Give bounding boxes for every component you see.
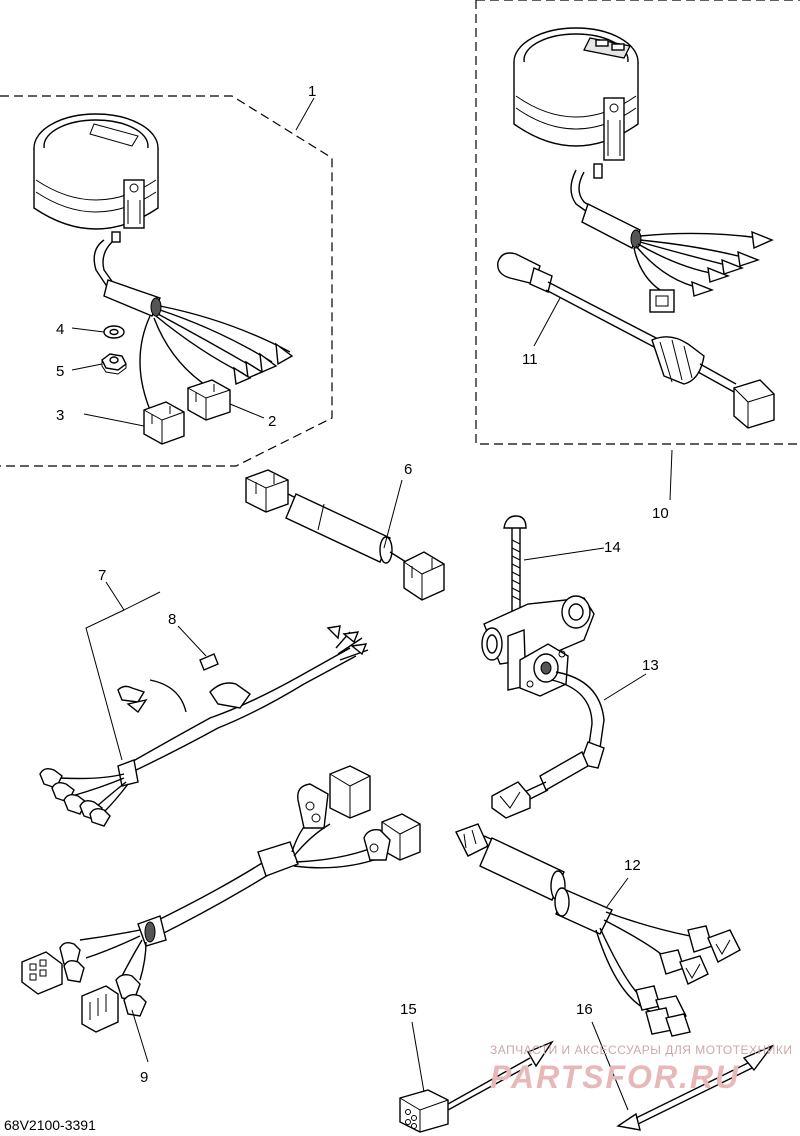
label-16: 16 (576, 1001, 593, 1018)
label-15: 15 (400, 1001, 417, 1018)
label-6: 6 (404, 461, 412, 478)
label-3: 3 (56, 407, 64, 424)
cable-part-6 (245, 469, 445, 601)
harness-part-12 (455, 823, 741, 1037)
meter-gauge (33, 113, 159, 243)
watermark-caption: ЗАПЧАСТИ И АКСЕССУАРЫ ДЛЯ МОТОТЕХНИКИ (490, 1043, 792, 1057)
label-9: 9 (140, 1069, 148, 1086)
label-8: 8 (168, 611, 176, 628)
watermark-brand: PARTSFOR.RU (490, 1059, 740, 1095)
screw-part-14 (503, 515, 527, 612)
label-4: 4 (56, 321, 64, 338)
watermark: ЗАПЧАСТИ И АКСЕССУАРЫ ДЛЯ МОТОТЕХНИКИ PA… (490, 1043, 792, 1095)
nut-part-5 (101, 353, 127, 375)
meter-kit-group-box (0, 95, 333, 467)
label-2: 2 (268, 413, 276, 430)
washer-part-4 (103, 325, 125, 339)
connector-part-2 (187, 379, 231, 421)
meter-assy-group-box (475, 0, 800, 445)
label-7: 7 (98, 567, 106, 584)
cable-part-11 (497, 252, 775, 429)
leader-lines (71, 97, 673, 1111)
label-1: 1 (308, 83, 316, 100)
lead-part-16 (616, 1044, 775, 1131)
label-12: 12 (624, 857, 641, 874)
label-10: 10 (652, 505, 669, 522)
label-11: 11 (522, 351, 538, 368)
label-5: 5 (56, 363, 64, 380)
label-13: 13 (642, 657, 659, 674)
coupler-part-15 (399, 1040, 554, 1133)
connector-part-3 (143, 401, 185, 445)
harness-part-9 (21, 765, 421, 1033)
switch-part-13 (481, 595, 605, 819)
harness-part-7 (39, 625, 369, 827)
part-labels: 1 2 3 4 5 6 7 8 9 10 11 12 13 14 15 16 (56, 83, 669, 1086)
label-14: 14 (604, 539, 621, 556)
meter-wire-harness-2 (570, 169, 774, 313)
meter-wire-harness (93, 239, 294, 411)
drawing-code: 68V2100-3391 (4, 1117, 96, 1133)
meter-gauge-2 (513, 27, 639, 179)
fuse-part-8 (199, 653, 219, 671)
